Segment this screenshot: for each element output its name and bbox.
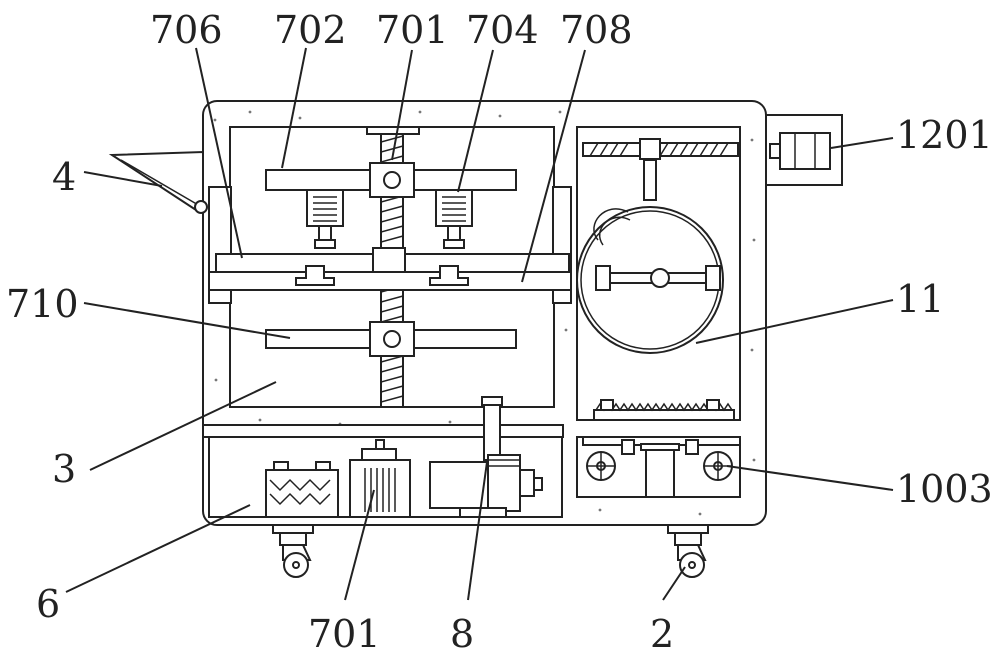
label-708: 708 <box>560 8 633 52</box>
label-706: 706 <box>150 8 223 52</box>
spring-right <box>435 189 473 249</box>
label-3: 3 <box>52 447 76 491</box>
caster-left <box>272 524 314 578</box>
middle-beam-lower <box>208 271 572 291</box>
label-6: 6 <box>36 582 60 626</box>
screw-cap <box>366 126 420 135</box>
chute-hinge <box>194 200 208 214</box>
divider-bar <box>202 424 564 438</box>
cylinder-rod <box>643 159 657 201</box>
label-702: 702 <box>274 8 347 52</box>
side-motor <box>779 132 831 170</box>
label-710: 710 <box>6 282 79 326</box>
rail-slider <box>639 138 661 160</box>
label-704: 704 <box>466 8 539 52</box>
caster-right <box>667 524 709 578</box>
lower-slider-hole <box>383 330 401 348</box>
drive-wheel-left <box>586 451 616 481</box>
gear-strip <box>593 409 735 421</box>
drum-hub <box>650 268 670 288</box>
motor-block <box>349 439 411 518</box>
label-1003: 1003 <box>896 467 993 511</box>
spring-left <box>306 189 344 249</box>
label-4: 4 <box>52 155 76 199</box>
middle-slider <box>372 247 406 273</box>
label-701-bottom: 701 <box>308 612 381 656</box>
pump-assembly <box>429 396 543 518</box>
label-8: 8 <box>450 612 474 656</box>
leader-lines <box>65 47 894 601</box>
label-701-top: 701 <box>376 8 449 52</box>
battery-block <box>265 461 339 518</box>
upper-slider-hole <box>383 171 401 189</box>
label-1201: 1201 <box>896 113 993 157</box>
clamp-feet <box>295 265 469 286</box>
label-2: 2 <box>650 612 674 656</box>
label-11: 11 <box>896 277 944 321</box>
lift-cylinder <box>645 447 675 498</box>
